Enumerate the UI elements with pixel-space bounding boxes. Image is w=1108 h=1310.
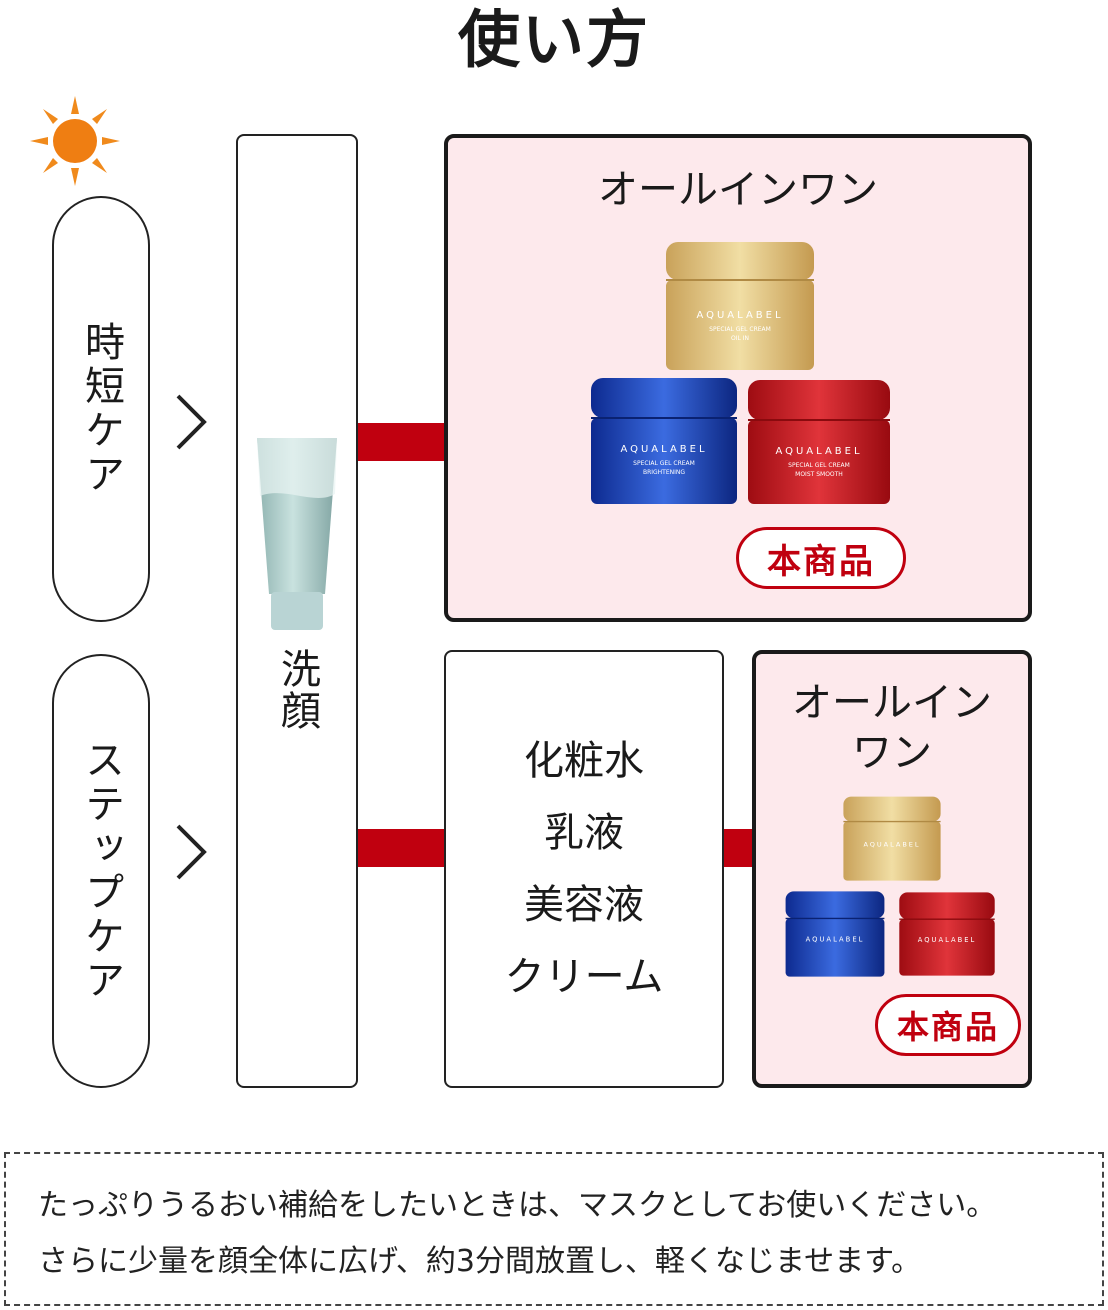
step-item: 乳液 [544,810,624,856]
all-in-one-box [444,134,1032,622]
svg-text:OIL IN: OIL IN [731,335,749,342]
face-wash-label: 洗顔 [274,648,320,732]
svg-text:SPECIAL GEL CREAM: SPECIAL GEL CREAM [788,462,850,469]
this-product-badge: 本商品 [736,527,906,589]
svg-text:BRIGHTENING: BRIGHTENING [643,469,685,476]
red-cream-jar-image: AQUALABEL SPECIAL GEL CREAM MOIST SMOOTH [748,380,890,504]
svg-text:AQUALABEL: AQUALABEL [620,444,707,455]
sun-and-moon-icon [30,96,148,186]
chevron-right-icon [176,394,207,450]
note-line: たっぷりうるおい補給をしたいときは、マスクとしてお使いください。 [38,1188,997,1223]
connector-bar [358,423,446,461]
cleanser-tube-image [257,438,337,630]
step-item: クリーム [504,954,664,1000]
this-product-badge: 本商品 [875,994,1021,1056]
connector-bar [358,829,446,867]
step-item: 美容液 [524,882,644,928]
svg-text:SPECIAL GEL CREAM: SPECIAL GEL CREAM [709,326,771,333]
svg-text:AQUALABEL: AQUALABEL [696,310,783,321]
usage-note-box: たっぷりうるおい補給をしたいときは、マスクとしてお使いください。 さらに少量を顔… [4,1152,1104,1306]
svg-text:AQUALABEL: AQUALABEL [863,841,920,849]
svg-text:MOIST SMOOTH: MOIST SMOOTH [795,471,843,478]
blue-cream-jar-image: AQUALABEL SPECIAL GEL CREAM BRIGHTENING [591,378,737,504]
connector-bar [722,829,754,867]
blue-cream-jar-image: AQUALABEL [785,891,885,977]
gold-cream-jar-image: AQUALABEL SPECIAL GEL CREAM OIL IN [666,242,814,370]
red-cream-jar-image: AQUALABEL [899,892,995,976]
routine-label: 時短ケア [78,321,124,497]
routine-label: ステップケア [78,739,124,1003]
note-line: さらに少量を顔全体に広げ、約3分間放置し、軽くなじませます。 [38,1244,922,1279]
routine-quick-care: 時短ケア [52,196,150,622]
all-in-one-final-title: オールイン ワン [792,680,992,776]
svg-text:AQUALABEL: AQUALABEL [918,936,976,944]
gold-cream-jar-image: AQUALABEL [843,796,941,881]
step-item: 化粧水 [524,738,644,784]
page-title: 使い方 [457,3,650,76]
svg-text:AQUALABEL: AQUALABEL [775,446,862,457]
chevron-right-icon [176,824,207,880]
skincare-steps-box: 化粧水 乳液 美容液 クリーム [444,650,724,1088]
all-in-one-title: オールインワン [598,167,878,213]
svg-text:SPECIAL GEL CREAM: SPECIAL GEL CREAM [633,460,695,467]
routine-step-care: ステップケア [52,654,150,1088]
svg-text:AQUALABEL: AQUALABEL [806,935,865,943]
